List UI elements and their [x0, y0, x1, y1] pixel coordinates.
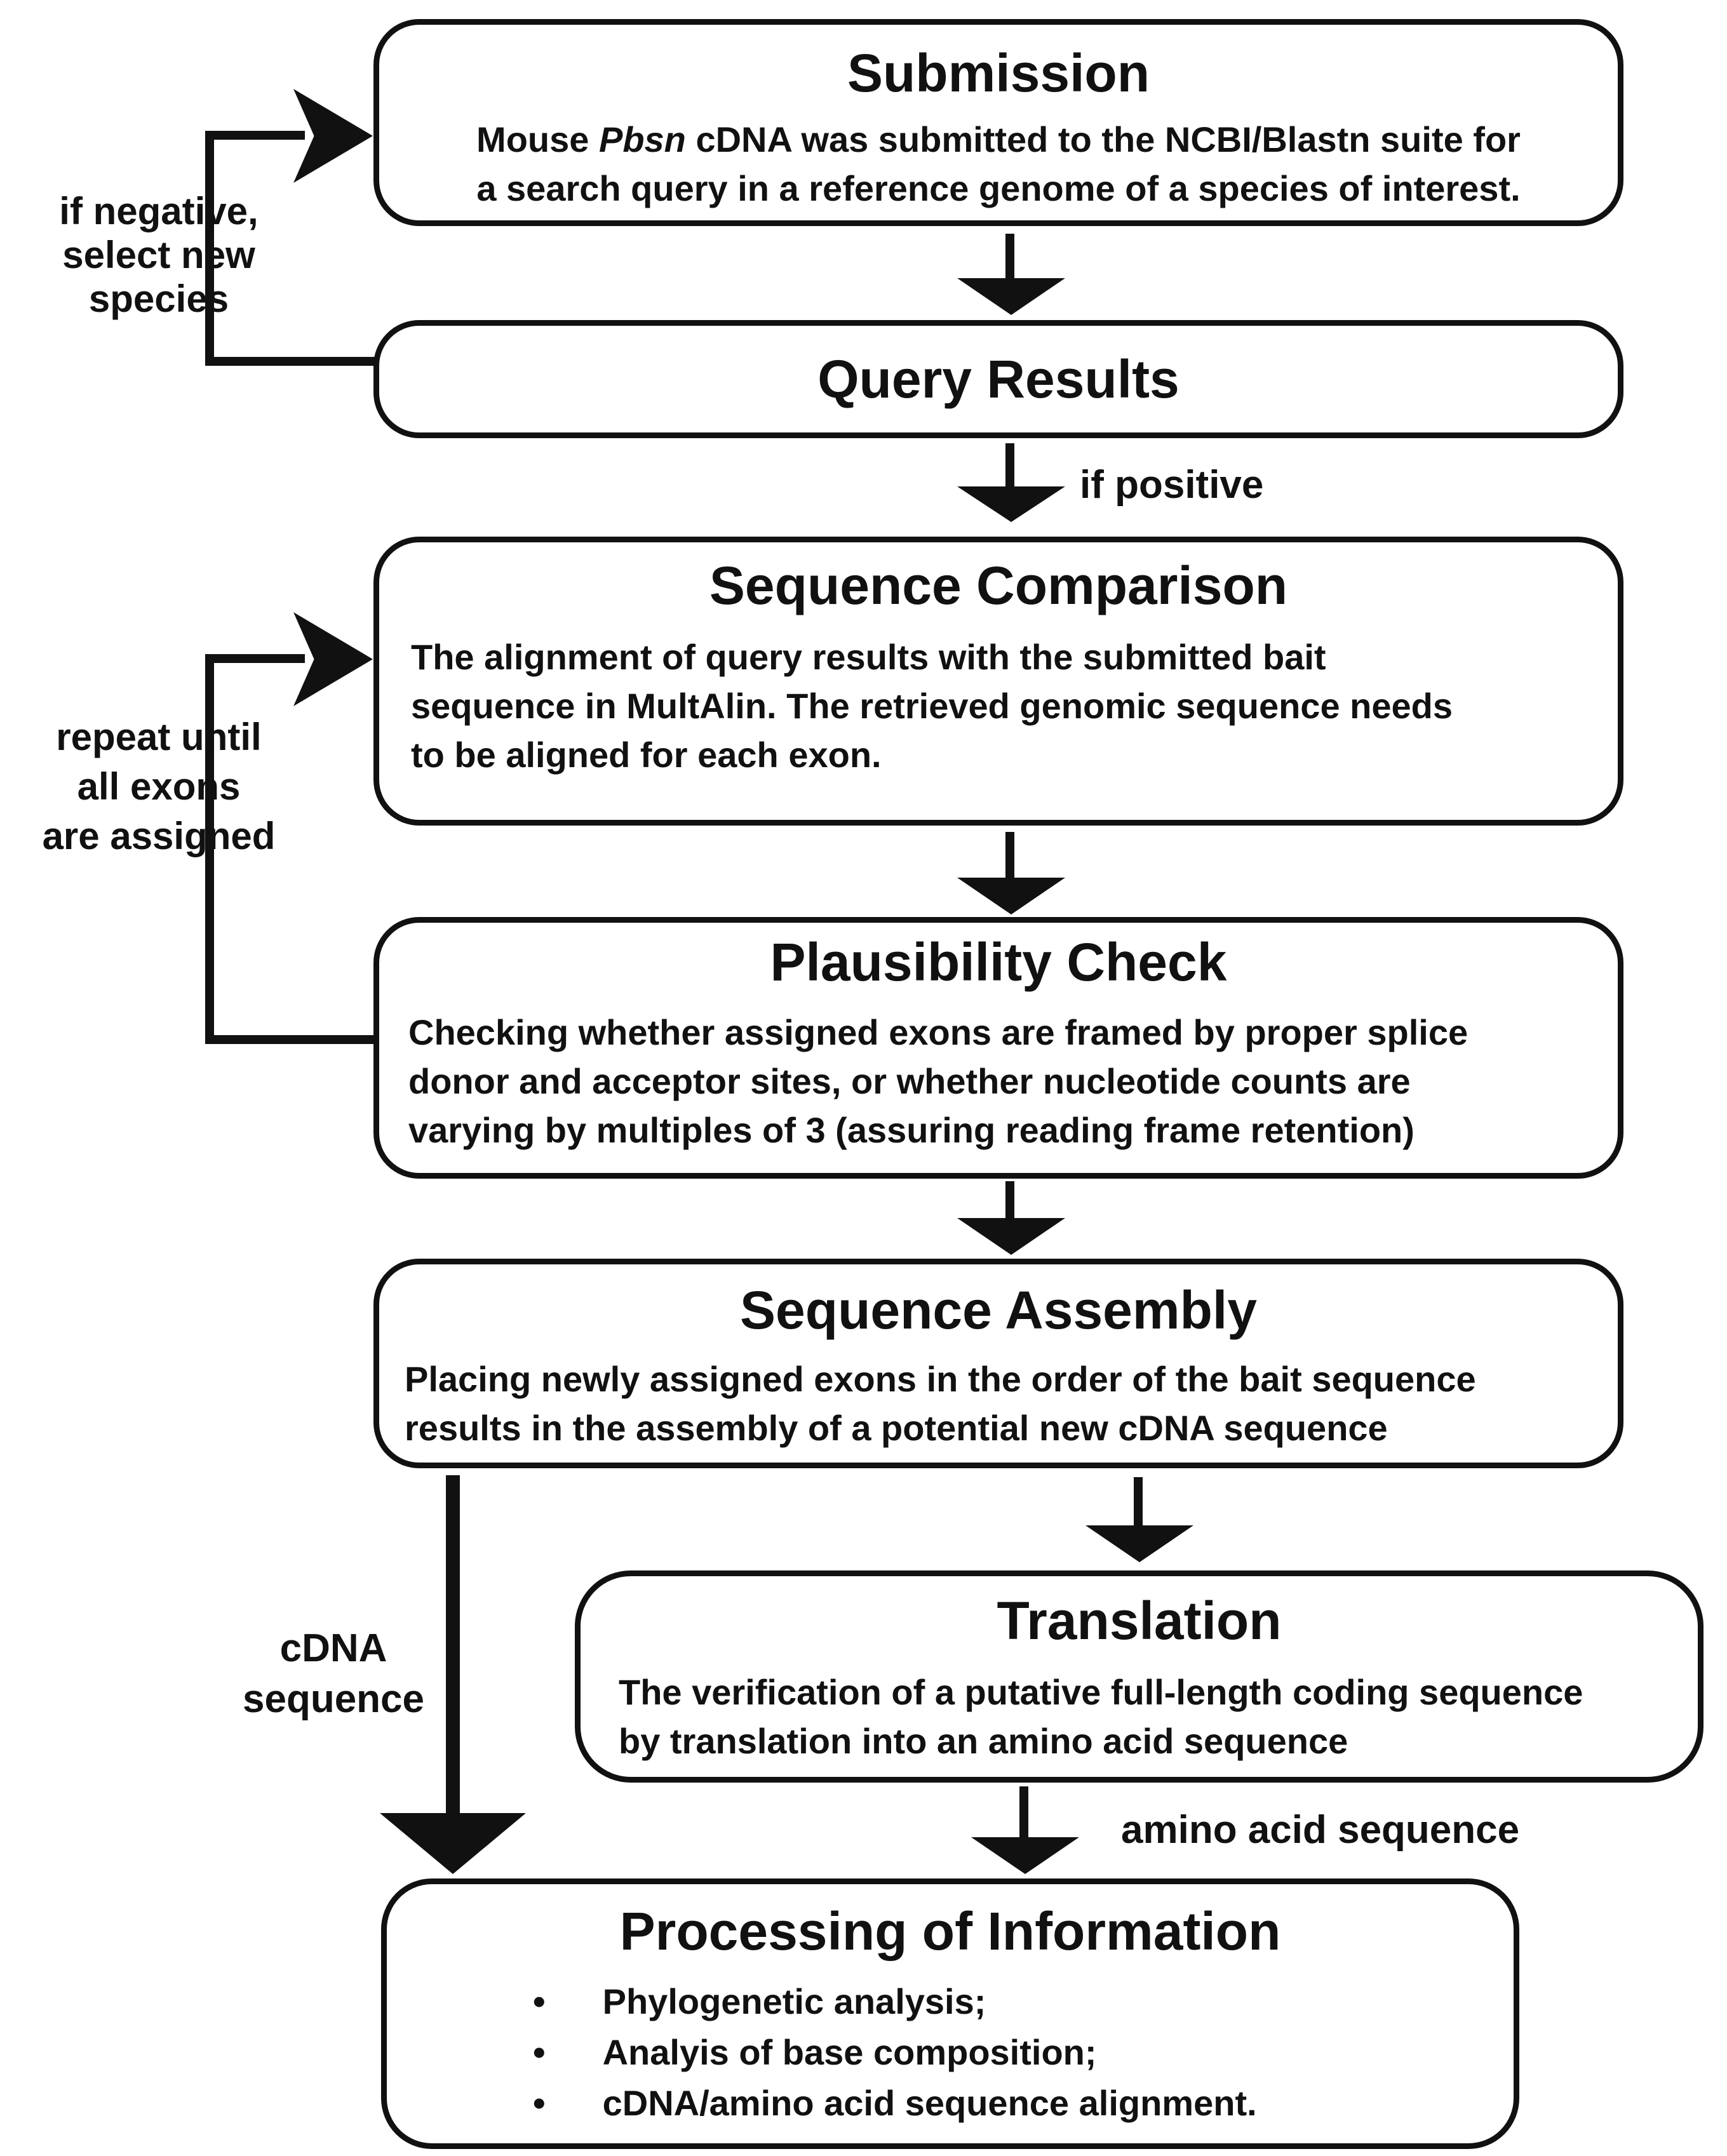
bullet-icon: • — [533, 1981, 546, 2021]
node-sequence-comparison-body: The alignment of query results with the … — [411, 637, 1453, 775]
node-plausibility-check-body: Checking whether assigned exons are fram… — [408, 1012, 1468, 1150]
node-submission-body-prefix: Mouse — [476, 119, 599, 159]
arrow-right-icon — [293, 612, 373, 706]
list-item-text: cDNA/amino acid sequence alignment. — [602, 2083, 1257, 2123]
loop-bottom-segment — [210, 1035, 376, 1044]
loop-top-segment — [210, 131, 305, 140]
arrow-right-icon — [293, 89, 373, 183]
arrow-stem — [446, 1475, 460, 1813]
arrow-stem — [1005, 832, 1014, 878]
node-submission: Submission Mouse Pbsn cDNA was submitted… — [373, 19, 1623, 226]
node-plausibility-check-title: Plausibility Check — [770, 932, 1227, 992]
list-item: • cDNA/amino acid sequence alignment. — [412, 2082, 1488, 2133]
loop-bottom-segment — [210, 357, 376, 366]
label-if-negative: if negative, select new species — [59, 190, 259, 320]
node-translation: Translation The verification of a putati… — [575, 1570, 1703, 1783]
node-sequence-comparison-title: Sequence Comparison — [709, 556, 1288, 615]
arrow-down-icon — [971, 1837, 1079, 1874]
arrow-down-icon — [1085, 1525, 1193, 1562]
list-item-text: Phylogenetic analysis; — [602, 1981, 986, 2021]
loop-vertical-segment — [205, 131, 214, 366]
gene-name-pbsn: Pbsn — [598, 119, 686, 159]
bullet-icon: • — [533, 2032, 546, 2072]
node-processing-of-information: Processing of Information • Phylogenetic… — [381, 1878, 1519, 2149]
list-item: • Phylogenetic analysis; — [412, 1981, 1488, 2032]
node-query-results: Query Results — [373, 320, 1623, 438]
bullet-icon: • — [533, 2083, 546, 2123]
node-processing-title: Processing of Information — [619, 1901, 1281, 1961]
arrow-stem — [1134, 1477, 1143, 1525]
node-query-results-title: Query Results — [817, 349, 1179, 409]
arrow-stem — [1019, 1786, 1028, 1837]
arrow-down-icon — [957, 486, 1065, 522]
node-translation-title: Translation — [997, 1591, 1282, 1650]
loop-top-segment — [210, 654, 305, 663]
node-sequence-comparison: Sequence Comparison The alignment of que… — [373, 537, 1623, 826]
node-submission-body: Mouse Pbsn cDNA was submitted to the NCB… — [405, 115, 1592, 213]
node-sequence-assembly-title: Sequence Assembly — [740, 1280, 1257, 1340]
arrow-down-icon — [957, 878, 1065, 914]
label-if-positive: if positive — [1080, 463, 1264, 507]
label-amino-acid-sequence: amino acid sequence — [1121, 1808, 1520, 1852]
arrow-down-icon — [380, 1813, 526, 1874]
arrow-down-icon — [957, 1218, 1065, 1255]
node-plausibility-check: Plausibility Check Checking whether assi… — [373, 917, 1623, 1179]
arrow-stem — [1005, 443, 1014, 486]
list-item-text: Analyis of base composition; — [602, 2032, 1097, 2072]
node-sequence-assembly-body: Placing newly assigned exons in the orde… — [405, 1359, 1476, 1448]
processing-bullet-list: • Phylogenetic analysis; • Analyis of ba… — [412, 1981, 1488, 2133]
label-repeat-until: repeat until all exons are assigned — [42, 716, 276, 857]
label-cdna-sequence: cDNA sequence — [242, 1626, 425, 1721]
arrow-stem — [1005, 234, 1014, 278]
loop-vertical-segment — [205, 654, 214, 1044]
node-sequence-assembly: Sequence Assembly Placing newly assigned… — [373, 1259, 1623, 1468]
arrow-down-icon — [957, 278, 1065, 315]
node-submission-title: Submission — [847, 43, 1150, 103]
node-submission-body-rest: cDNA was submitted to the NCBI/Blastn su… — [476, 119, 1521, 208]
list-item: • Analyis of base composition; — [412, 2032, 1488, 2082]
arrow-stem — [1005, 1181, 1014, 1218]
node-translation-body: The verification of a putative full-leng… — [619, 1672, 1583, 1761]
